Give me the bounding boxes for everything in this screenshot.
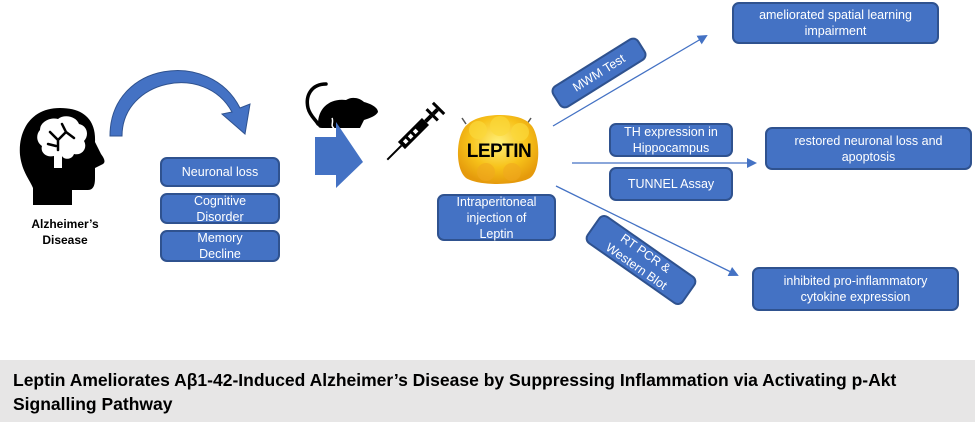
outcome-box-cytokine: inhibited pro-inflammatory cytokine expr… (752, 267, 959, 311)
title-banner: Leptin Ameliorates Aβ1-42-Induced Alzhei… (0, 360, 975, 422)
leptin-molecule-icon (457, 115, 539, 184)
connector-rtpcr (555, 185, 739, 276)
leptin-injection-box: Intraperitoneal injection of Leptin (437, 194, 556, 241)
method-box-th-expression: TH expression in Hippocampus (609, 123, 733, 157)
outcome-box-neuronal-loss: restored neuronal loss and apoptosis (765, 127, 972, 170)
method-box-tunnel-assay: TUNNEL Assay (609, 167, 733, 201)
brain-head-icon (19, 108, 105, 205)
disease-label: Alzheimer’s Disease (31, 217, 99, 247)
syringe-icon (386, 101, 446, 161)
symptom-box-neuronal-loss: Neuronal loss (160, 157, 280, 187)
outcome-box-spatial-learning: ameliorated spatial learning impairment (732, 2, 939, 44)
block-arrow (315, 122, 363, 188)
curved-arrow (109, 70, 251, 137)
leptin-label: LEPTIN (466, 141, 532, 162)
symptom-box-memory-decline: Memory Decline (160, 230, 280, 262)
diagram-title: Leptin Ameliorates Aβ1-42-Induced Alzhei… (13, 370, 897, 414)
connector-mwm (552, 34, 708, 127)
symptom-box-cognitive-disorder: Cognitive Disorder (160, 193, 280, 224)
mouse-icon (305, 82, 378, 129)
